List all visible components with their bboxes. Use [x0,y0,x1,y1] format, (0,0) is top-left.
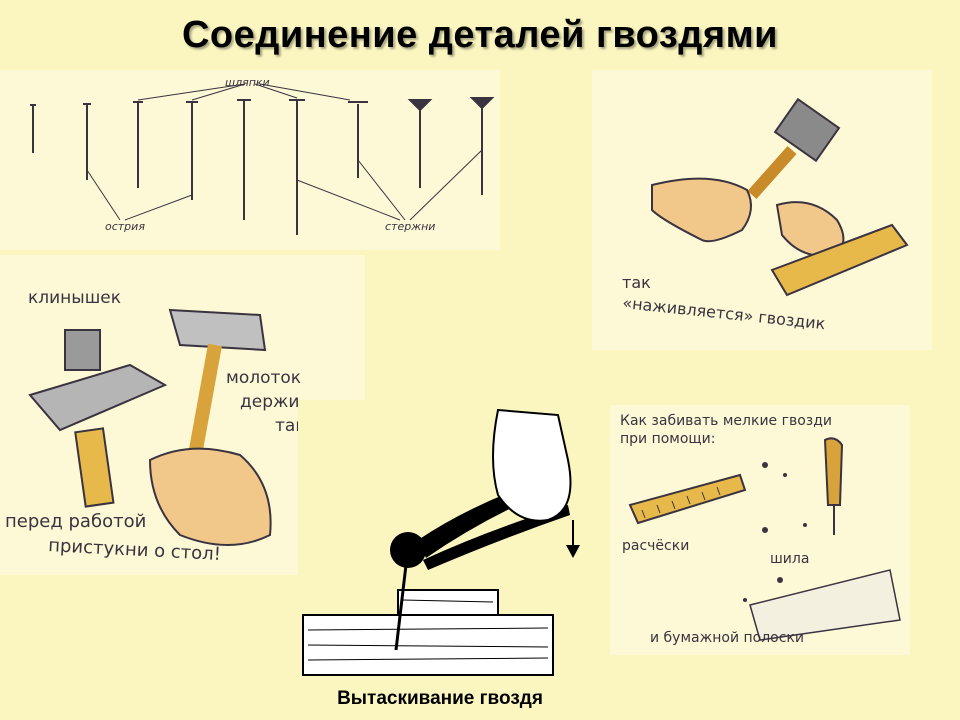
shanks-label: стержни [385,220,435,233]
paper-label: и бумажной полоски [650,630,804,646]
tap-label-1: перед работой [5,511,146,532]
nails-anatomy-panel: шляпки острия стержни [0,70,500,250]
hammer-head-icon [28,363,168,432]
awl-icon [823,437,844,506]
hammer-icon [747,97,841,199]
slide-title: Соединение деталей гвоздями [181,14,779,56]
hand-icon-4 [492,408,572,522]
tips-label: острия [105,220,145,233]
pliers-caption: Вытаскивание гвоздя [337,688,543,709]
pulling-nail-panel [298,400,588,685]
nail-icons [30,97,495,235]
start-nail-illustration: так «наживляется» гвоздик [592,70,932,350]
heads-label: шляпки [225,76,270,89]
wedge-label: клинышек [28,288,121,308]
wood-block-icon [770,223,909,297]
hold-label-1: молоток [226,368,301,388]
awl-label: шила [770,551,809,567]
small-nails-heading-2: при помощи: [620,431,715,447]
start-nail-panel: так «наживляется» гвоздик [592,70,932,350]
small-nails-illustration: Как забивать мелкие гвозди при помощи: р… [610,405,910,655]
board-top-icon [397,589,499,616]
small-nails-heading-1: Как забивать мелкие гвозди [620,413,832,429]
hand-icon [651,177,752,243]
hand-icon-2 [775,201,845,257]
paper-strip-icon [749,569,901,641]
start-nail-label-1: так [622,273,651,292]
hammer-handle-icon [74,427,115,508]
comb-label: расчёски [622,538,689,554]
pliers-illustration [298,400,588,685]
small-nails-panel: Как забивать мелкие гвозди при помощи: р… [610,405,910,655]
nails-diagram: шляпки острия стержни [0,70,500,250]
hammer-head-2-icon [168,308,267,352]
hold-label-2: держи [240,392,299,412]
wedge-icon [64,329,101,371]
arrow-down-icon [566,545,580,558]
hand-icon-3 [148,447,272,546]
